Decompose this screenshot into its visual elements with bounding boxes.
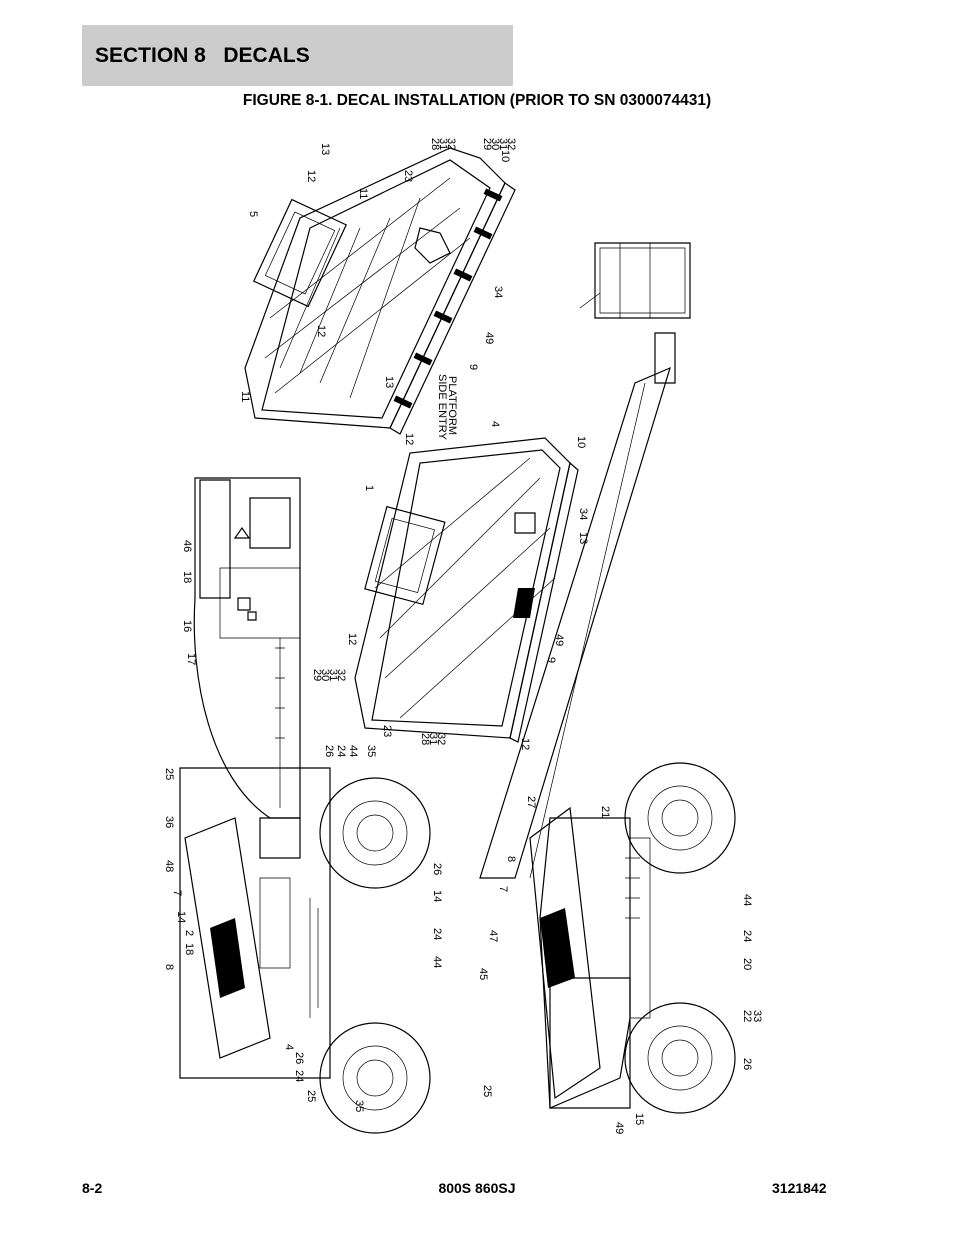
callout: 48 xyxy=(163,860,175,872)
callout: 32 xyxy=(505,138,517,150)
callout: 31 xyxy=(427,733,439,745)
callout: 24 xyxy=(335,745,347,757)
callout: 2 xyxy=(183,930,195,936)
callout: 47 xyxy=(487,930,499,942)
callout: 8 xyxy=(163,964,175,970)
callout: 24 xyxy=(431,928,443,940)
figure-title: FIGURE 8-1. DECAL INSTALLATION (PRIOR TO… xyxy=(242,92,712,109)
decal-installation-drawing: 28 31 32 29 30 31 32 10 13 12 23 11 5 34… xyxy=(163,138,763,1134)
callout: 46 xyxy=(181,540,193,552)
callout: 9 xyxy=(545,657,557,663)
callout: 12 xyxy=(305,170,317,182)
callout: 11 xyxy=(239,391,251,402)
callout: 26 xyxy=(293,1052,305,1064)
callout: 7 xyxy=(171,890,183,896)
callout: 10 xyxy=(499,150,511,162)
callout: 23 xyxy=(402,170,414,182)
callout: 44 xyxy=(741,894,753,906)
callout: 25 xyxy=(481,1085,493,1097)
callout: 26 xyxy=(323,745,335,757)
callout: 20 xyxy=(741,958,753,970)
callout: 34 xyxy=(577,508,589,520)
callout: 13 xyxy=(383,376,395,388)
callout: 18 xyxy=(181,571,193,583)
callout: 23 xyxy=(381,725,393,737)
callout: 10 xyxy=(575,436,587,448)
callout: 17 xyxy=(185,653,197,665)
callout: 34 xyxy=(492,286,504,298)
callout: 49 xyxy=(483,332,495,344)
callout: 32 xyxy=(335,669,347,681)
page-number: 8-2 xyxy=(82,1180,103,1196)
callout: 22 xyxy=(741,1010,753,1022)
callout: 16 xyxy=(181,620,193,632)
callout: 1 xyxy=(363,485,375,491)
model-number: 800S 860SJ xyxy=(438,1180,516,1196)
callout: 4 xyxy=(283,1044,295,1050)
document-number: 3121842 xyxy=(772,1180,827,1196)
callout: 4 xyxy=(489,421,501,427)
callout: 24 xyxy=(293,1070,305,1082)
callout: 26 xyxy=(431,863,443,875)
callout: 30 xyxy=(489,138,501,150)
callout: 25 xyxy=(163,768,175,780)
callout: 45 xyxy=(477,968,489,980)
callout: 31 xyxy=(497,138,509,150)
callout: 13 xyxy=(577,532,589,544)
callout: 29 xyxy=(311,669,323,681)
side-entry-label: PLATFORM xyxy=(446,376,458,435)
callout: 27 xyxy=(525,796,537,808)
callout: 28 xyxy=(429,138,441,150)
callout: 31 xyxy=(327,669,339,681)
callout: 29 xyxy=(481,138,493,150)
callout: 30 xyxy=(319,669,331,681)
callout: 49 xyxy=(553,634,565,646)
callout: 14 xyxy=(431,890,443,902)
callout: 35 xyxy=(365,745,377,757)
section-header: SECTION 8 DECALS xyxy=(82,25,513,86)
callout: 44 xyxy=(347,745,359,757)
callout: 18 xyxy=(183,943,195,955)
callout: 12 xyxy=(403,433,415,445)
section-title: SECTION 8 DECALS xyxy=(95,44,310,67)
callout: 25 xyxy=(305,1090,317,1102)
callout: 8 xyxy=(505,856,517,862)
callout: 44 xyxy=(431,956,443,968)
callout: 32 xyxy=(445,138,457,150)
callout: 28 xyxy=(419,733,431,745)
callout-labels: 28 31 32 29 30 31 32 10 13 12 23 11 5 34… xyxy=(163,138,763,1134)
callout: 21 xyxy=(599,806,611,818)
callout: 12 xyxy=(519,738,531,750)
callout: 14 xyxy=(175,911,187,923)
callout: 5 xyxy=(247,211,259,217)
callout: 49 xyxy=(613,1122,625,1134)
drawing-linework xyxy=(179,147,736,1134)
side-entry-label: SIDE ENTRY xyxy=(436,374,448,440)
callout: 24 xyxy=(741,930,753,942)
callout: 35 xyxy=(353,1100,365,1112)
callout: 26 xyxy=(741,1058,753,1070)
callout: 11 xyxy=(357,188,369,199)
callout: 15 xyxy=(633,1113,645,1125)
callout: 9 xyxy=(467,364,479,370)
callout: 12 xyxy=(315,325,327,337)
callout: 12 xyxy=(346,633,358,645)
callout: 13 xyxy=(319,143,331,155)
callout: 32 xyxy=(435,733,447,745)
callout: 7 xyxy=(497,886,509,892)
callout: 36 xyxy=(163,816,175,828)
callout: 31 xyxy=(437,138,449,150)
callout: 33 xyxy=(751,1010,763,1022)
